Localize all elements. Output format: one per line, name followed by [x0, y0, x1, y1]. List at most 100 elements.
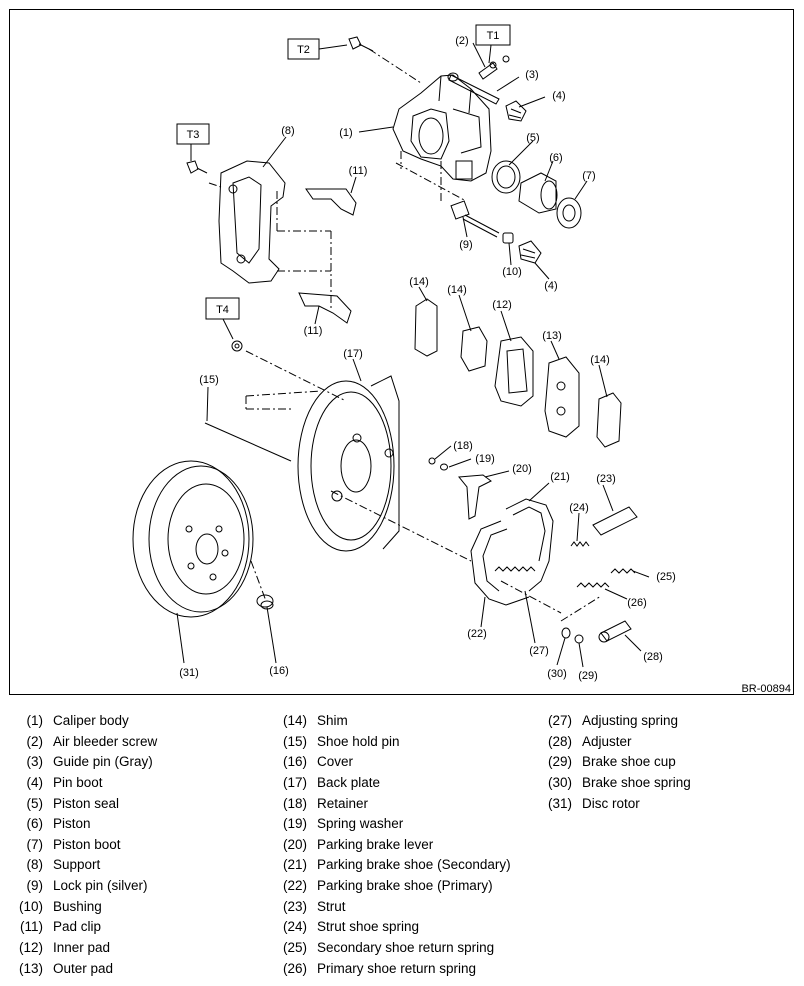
callout-6: (6)	[549, 152, 562, 164]
callout-9: (9)	[459, 239, 472, 251]
callout-18: (18)	[453, 440, 473, 452]
legend-label: Parking brake shoe (Secondary)	[317, 857, 511, 873]
legend-label: Shim	[317, 713, 348, 728]
callout-5: (5)	[526, 132, 539, 144]
strut	[592, 506, 638, 536]
callout-11-upper: (11)	[349, 165, 368, 177]
legend-label: Parking brake lever	[317, 836, 434, 852]
callout-4-lower: (4)	[544, 280, 557, 292]
parking-brake-shoe-secondary	[505, 498, 554, 592]
legend-number: (1)	[26, 713, 44, 728]
legend-label: Back plate	[317, 774, 381, 790]
legend-number: (31)	[547, 795, 572, 811]
legend-label: Shoe hold pin	[317, 733, 400, 749]
legend-number: (6)	[26, 816, 44, 832]
callout-30: (30)	[547, 668, 567, 680]
legend-number: (19)	[282, 816, 307, 832]
callout-20: (20)	[512, 463, 532, 475]
callout-25: (25)	[656, 571, 676, 583]
torque-tags: T2 T1 T3 T4	[176, 24, 511, 320]
shoe-hold-pin	[204, 422, 292, 462]
callout-11-lower: (11)	[304, 325, 323, 337]
legend-number: (12)	[18, 940, 43, 956]
callout-27: (27)	[529, 645, 549, 657]
legend-label: Guide pin (Gray)	[53, 754, 153, 770]
callout-14-right: (14)	[590, 354, 610, 366]
callout-21: (21)	[550, 471, 570, 483]
legend-label: Brake shoe spring	[582, 774, 691, 790]
callout-22: (22)	[467, 628, 487, 640]
adjuster	[598, 620, 632, 643]
spring-washer	[440, 463, 448, 471]
legend-number: (21)	[282, 857, 307, 873]
legend-number: (27)	[547, 713, 572, 728]
legend-number: (26)	[282, 960, 307, 976]
callout-15: (15)	[199, 374, 219, 386]
secondary-shoe-return-spring	[610, 568, 636, 574]
legend-label: Parking brake shoe (Primary)	[317, 878, 493, 894]
callout-13: (13)	[542, 330, 562, 342]
legend-label: Caliper body	[53, 713, 129, 728]
callout-24: (24)	[569, 502, 589, 514]
legend-label: Support	[53, 857, 101, 873]
assembly-lines	[208, 48, 602, 622]
retainer	[428, 457, 436, 465]
legend-number: (17)	[282, 774, 307, 790]
bushing	[502, 232, 514, 244]
legend-number: (16)	[282, 754, 307, 770]
legend-label: Strut shoe spring	[317, 919, 420, 935]
callout-26: (26)	[627, 597, 647, 609]
diagram-canvas: T2 T1 T3 T4 (1) (2) (3) (4) (4) (5) (6) …	[132, 24, 791, 694]
support-bracket	[218, 160, 286, 284]
figure-code: BR-00894	[741, 683, 791, 694]
callout-8: (8)	[281, 125, 294, 137]
legend-label: Secondary shoe return spring	[317, 940, 495, 956]
legend-label: Adjuster	[582, 733, 632, 749]
piston-seal	[491, 160, 521, 194]
callout-2: (2)	[455, 35, 468, 47]
legend-label: Piston	[53, 816, 91, 832]
legend-label: Cover	[317, 754, 354, 770]
callout-12: (12)	[492, 299, 512, 311]
parking-brake-lever	[458, 474, 492, 520]
caliper-body	[392, 74, 492, 182]
legend-label: Pad clip	[53, 919, 102, 935]
legend-number: (13)	[18, 960, 43, 976]
callout-4-upper: (4)	[552, 90, 565, 102]
legend-label: Retainer	[317, 795, 369, 811]
torque-tag-t1-box	[475, 24, 511, 46]
callout-10: (10)	[502, 266, 522, 278]
legend-label: Piston seal	[53, 795, 120, 811]
legend-label: Primary shoe return spring	[317, 960, 477, 976]
legend-label: Lock pin (silver)	[53, 878, 148, 894]
nut-t4	[231, 340, 243, 352]
legend-label: Adjusting spring	[582, 713, 679, 728]
legend-number: (29)	[547, 754, 572, 770]
outer-pad	[544, 356, 580, 438]
piston	[518, 172, 558, 214]
legend-number: (11)	[19, 919, 43, 935]
inner-pad	[494, 336, 534, 407]
callout-19: (19)	[475, 453, 495, 465]
callout-29: (29)	[578, 670, 598, 682]
legend-number: (22)	[282, 878, 307, 894]
piston-boot	[556, 197, 582, 229]
legend-number: (18)	[282, 795, 307, 811]
legend-label: Bushing	[53, 898, 102, 914]
back-plate	[297, 375, 400, 552]
legend-number: (2)	[26, 733, 44, 749]
strut-shoe-spring	[570, 541, 590, 547]
primary-shoe-return-spring	[576, 582, 610, 588]
legend-number: (24)	[282, 919, 307, 935]
legend-number: (15)	[282, 733, 307, 749]
legend-label: Inner pad	[53, 940, 111, 956]
shim-left	[414, 298, 438, 357]
legend-number: (28)	[547, 733, 572, 749]
shim-middle	[460, 326, 488, 372]
callout-14-left: (14)	[409, 276, 429, 288]
legend-number: (20)	[282, 836, 307, 852]
lock-pin	[450, 200, 500, 238]
callout-17: (17)	[343, 348, 363, 360]
legend-number: (3)	[26, 754, 44, 770]
callout-16: (16)	[269, 665, 289, 677]
